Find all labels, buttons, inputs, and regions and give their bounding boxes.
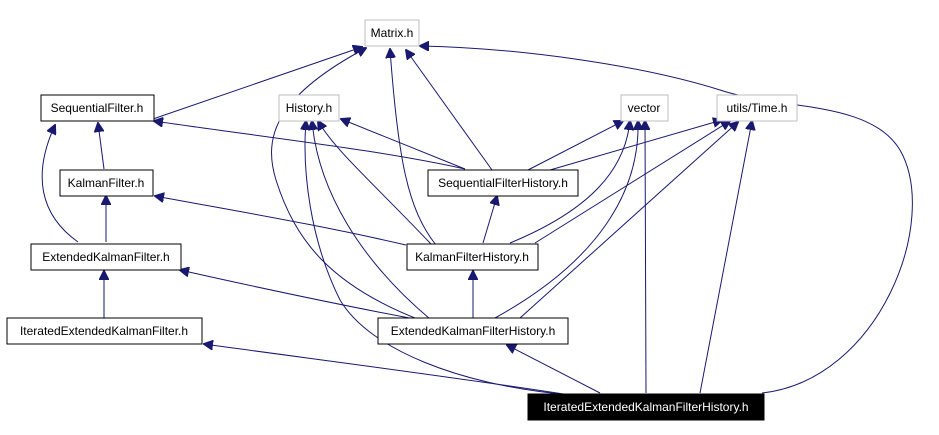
node-kalman-filter-label: KalmanFilter.h [68,176,145,190]
edge-extended-kalman-filter-history-to-extended-kalman-filter [180,270,421,321]
edge-kalman-filter-history-to-sequential-filter-history [482,196,497,244]
node-matrix-label: Matrix.h [371,26,414,40]
edge-extended-kalman-filter-history-to-matrix [271,48,421,321]
edge-layer [41,46,913,396]
edge-iterated-extended-kalman-filter-history-to-vector [645,121,646,394]
node-extended-kalman-filter-history-label: ExtendedKalmanFilterHistory.h [391,324,556,338]
edge-iterated-extended-kalman-filter-history-to-extended-kalman-filter-history [507,345,601,394]
node-vector[interactable]: vector [620,94,669,122]
edge-kalman-filter-history-to-matrix [390,49,437,246]
edge-sequential-filter-history-to-matrix [406,50,493,171]
edge-extended-kalman-filter-history-to-history [312,121,431,320]
node-kalman-filter-history[interactable]: KalmanFilterHistory.h [406,243,539,271]
edge-extended-kalman-filter-history-to-time [519,122,738,319]
edge-sequential-filter-to-matrix [149,47,362,121]
node-history[interactable]: History.h [278,94,340,122]
edge-extended-kalman-filter-to-sequential-filter [41,125,79,243]
node-extended-kalman-filter[interactable]: ExtendedKalmanFilter.h [30,243,182,271]
node-kalman-filter[interactable]: KalmanFilter.h [59,169,154,197]
edge-iterated-extended-kalman-filter-history-to-matrix [420,46,913,394]
node-time[interactable]: utils/Time.h [716,94,798,122]
edge-sequential-filter-history-to-vector [527,121,623,171]
edge-kalman-filter-history-to-time [534,121,730,244]
edge-iterated-extended-kalman-filter-history-to-time [699,121,752,394]
node-time-label: utils/Time.h [727,101,788,115]
node-sequential-filter[interactable]: SequentialFilter.h [40,94,155,122]
edge-extended-kalman-filter-history-to-vector [494,121,638,319]
edge-sequential-filter-history-to-time [549,120,722,171]
edge-sequential-filter-history-to-history [341,119,466,170]
node-kalman-filter-history-label: KalmanFilterHistory.h [415,250,529,264]
edge-iterated-extended-kalman-filter-history-to-iterated-extended-kalman-filter [204,344,571,396]
node-iterated-extended-kalman-filter-history-label: IteratedExtendedKalmanFilterHistory.h [543,400,748,414]
edge-kalman-filter-history-to-kalman-filter [155,196,407,246]
node-vector-label: vector [628,101,661,115]
node-extended-kalman-filter-label: ExtendedKalmanFilter.h [42,250,169,264]
node-iterated-extended-kalman-filter-history[interactable]: IteratedExtendedKalmanFilterHistory.h [527,393,765,421]
node-sequential-filter-history-label: SequentialFilterHistory.h [438,176,568,190]
edge-iterated-extended-kalman-filter-history-to-history [305,121,571,396]
node-matrix[interactable]: Matrix.h [364,19,420,47]
node-iterated-extended-kalman-filter-label: IteratedExtendedKalmanFilter.h [20,324,188,338]
node-sequential-filter-label: SequentialFilter.h [51,101,144,115]
node-iterated-extended-kalman-filter[interactable]: IteratedExtendedKalmanFilter.h [6,317,203,345]
node-extended-kalman-filter-history[interactable]: ExtendedKalmanFilterHistory.h [377,317,569,345]
edge-sequential-filter-history-to-sequential-filter [154,121,466,170]
edge-kalman-filter-history-to-history [318,121,432,245]
node-history-label: History.h [286,101,332,115]
node-sequential-filter-history[interactable]: SequentialFilterHistory.h [427,169,579,197]
edge-kalman-filter-history-to-vector [509,121,630,244]
node-layer: Matrix.h SequentialFilter.h History.h ve… [6,19,798,421]
edge-kalman-filter-to-sequential-filter [98,123,105,170]
